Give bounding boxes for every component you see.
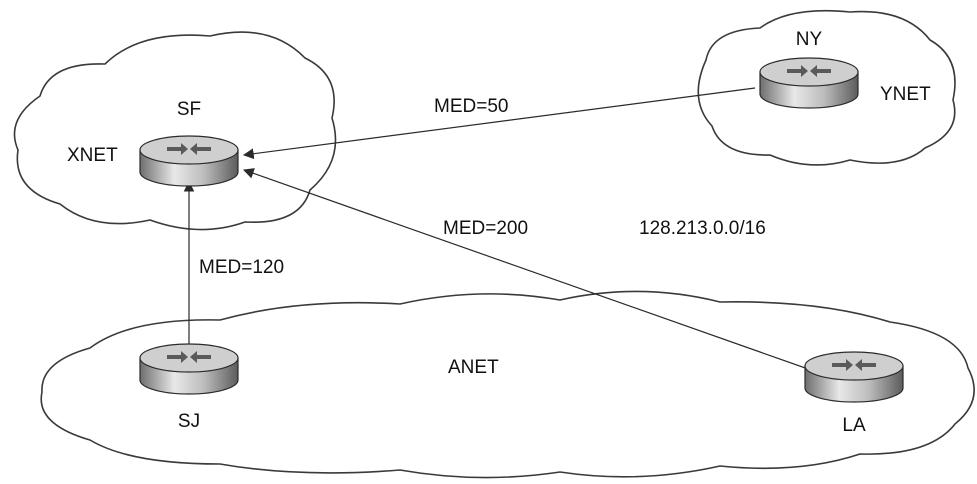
med-200-label: MED=200	[443, 218, 528, 239]
router-arrows-icon	[832, 359, 876, 371]
router-sf[interactable]	[139, 135, 239, 187]
anet-cloud	[40, 290, 975, 479]
router-ny-label: NY	[796, 29, 823, 50]
xnet-cloud	[13, 31, 337, 231]
link-la-to-sf	[242, 168, 829, 377]
xnet-label: XNET	[67, 145, 118, 166]
prefix-label: 128.213.0.0/16	[639, 218, 766, 239]
router-ny[interactable]	[759, 57, 859, 109]
router-sj-label: SJ	[178, 411, 200, 432]
router-la-label: LA	[842, 415, 866, 436]
router-arrows-icon	[167, 351, 211, 363]
router-la[interactable]	[804, 351, 904, 403]
router-sf-label: SF	[177, 99, 201, 120]
router-arrows-icon	[167, 143, 211, 155]
ynet-label: YNET	[880, 84, 931, 105]
med-50-label: MED=50	[434, 96, 508, 117]
anet-label: ANET	[448, 357, 499, 378]
router-sj[interactable]	[139, 343, 239, 395]
router-arrows-icon	[787, 65, 831, 77]
med-120-label: MED=120	[199, 257, 284, 278]
link-ny-to-sf	[242, 87, 756, 160]
